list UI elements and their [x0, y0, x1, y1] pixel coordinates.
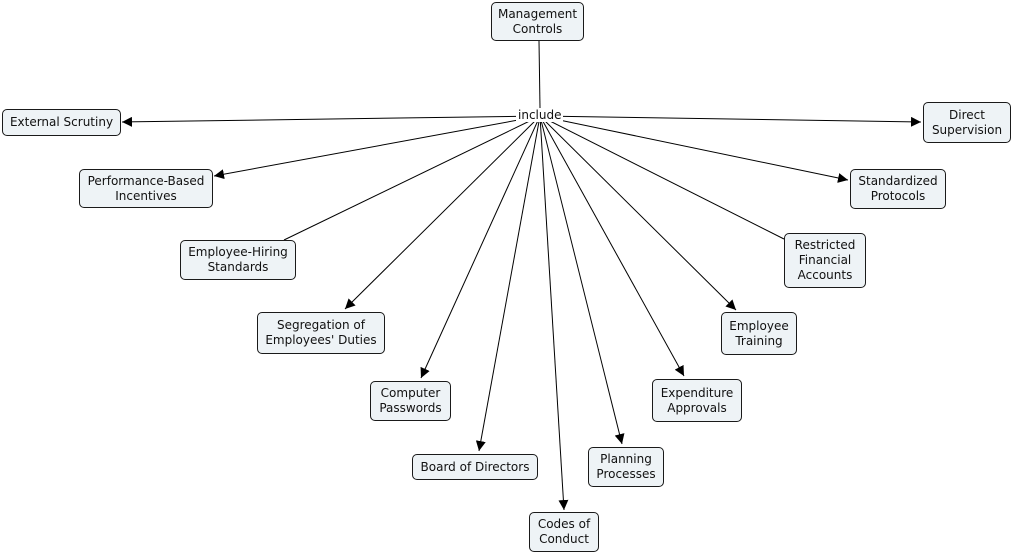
- concept-segregation-of-duties[interactable]: Segregation of Employees' Duties: [257, 312, 385, 354]
- arrow-to-segregation-of-duties: [344, 115, 541, 310]
- concept-board-of-directors[interactable]: Board of Directors: [412, 454, 538, 480]
- concept-employee-training[interactable]: Employee Training: [721, 312, 797, 355]
- concept-performance-based-incentives[interactable]: Performance-Based Incentives: [79, 169, 213, 208]
- arrow-to-computer-passwords: [420, 115, 541, 379]
- concept-employee-hiring-standards[interactable]: Employee-Hiring Standards: [180, 240, 296, 280]
- line-root-to-include: [538, 40, 541, 109]
- concept-restricted-financial-accounts[interactable]: Restricted Financial Accounts: [784, 233, 866, 288]
- arrow-to-direct-supervision: [539, 115, 922, 127]
- arrow-to-performance-incentives: [213, 115, 541, 180]
- concept-expenditure-approvals[interactable]: Expenditure Approvals: [652, 379, 742, 422]
- arrow-to-board-of-directors: [475, 115, 541, 452]
- arrow-to-codes-of-conduct: [539, 115, 569, 511]
- arrow-to-expenditure-approvals: [539, 115, 685, 377]
- concept-external-scrutiny[interactable]: External Scrutiny: [2, 109, 121, 136]
- concept-direct-supervision[interactable]: Direct Supervision: [923, 102, 1011, 143]
- arrow-to-external-scrutiny: [121, 115, 541, 127]
- concept-codes-of-conduct[interactable]: Codes of Conduct: [529, 512, 599, 552]
- arrow-to-planning-processes: [539, 115, 625, 445]
- concept-standardized-protocols[interactable]: Standardized Protocols: [850, 169, 946, 209]
- arrow-to-employee-training: [539, 115, 737, 311]
- concept-planning-processes[interactable]: Planning Processes: [588, 447, 664, 487]
- line-to-employee-hiring-standards: [283, 115, 541, 241]
- line-to-restricted-financial-accounts: [539, 115, 785, 240]
- link-label-include: include: [516, 108, 564, 122]
- concept-management-controls[interactable]: Management Controls: [491, 2, 584, 41]
- concept-computer-passwords[interactable]: Computer Passwords: [370, 381, 451, 421]
- arrow-to-standardized-protocols: [539, 115, 849, 183]
